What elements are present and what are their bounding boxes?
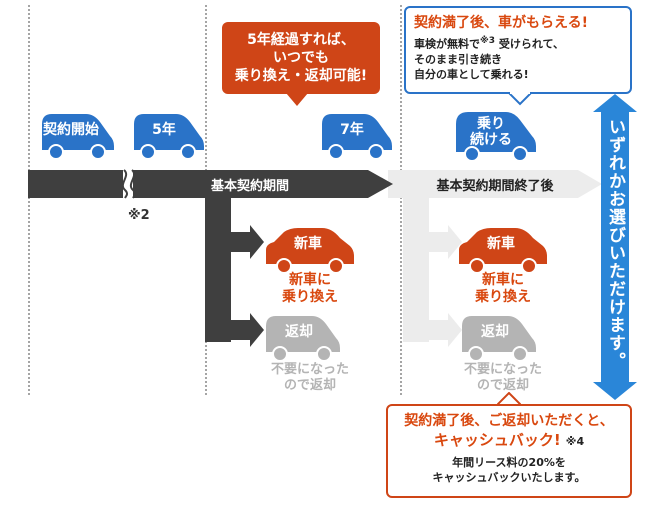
end-period-band (388, 170, 602, 198)
callout-5year-tail (286, 93, 308, 106)
car-new-mid: 新車 (262, 224, 357, 274)
car-return-mid: 返却 (262, 312, 342, 362)
choice-banner-text: いずれかお選びいただけます。 (605, 118, 625, 370)
cashback-title2: キャッシュバック! (433, 431, 561, 449)
branch-mid-new-text: 新車に 乗り換え (282, 272, 338, 305)
car-new-end: 新車 (455, 224, 550, 274)
car-7year-label: 7年 (340, 122, 364, 138)
cashback-box: 契約満了後、ご返却いただくと、 キャッシュバック! ※4 年間リース料の20%を… (386, 404, 632, 498)
branch-end (403, 190, 462, 347)
cashback-line1: 年間リース料の20%を (452, 456, 566, 469)
car-icon (459, 228, 547, 274)
car-new-end-label: 新車 (487, 236, 515, 252)
branch-end-new-text: 新車に 乗り換え (475, 272, 531, 305)
car-new-mid-label: 新車 (294, 236, 322, 252)
car-icon (322, 114, 392, 160)
info-box-line3: 自分の車として乗れる! (414, 67, 529, 81)
car-icon (134, 114, 204, 160)
car-icon (456, 112, 536, 162)
car-7year: 7年 (318, 110, 393, 160)
contract-period-bar (28, 169, 393, 199)
info-box-body: 車検が無料で※3 受けられて、 そのまま引き続き 自分の車として乗れる! (414, 34, 622, 82)
car-icon (266, 316, 340, 362)
contract-period-label: 基本契約期間 (210, 178, 289, 194)
end-period-label: 基本契約期間終了後 (436, 178, 554, 194)
info-box-line1-a: 車検が無料で (414, 37, 480, 51)
info-box-line1-b: 受けられて、 (495, 37, 564, 51)
info-box-keep-car: 契約満了後、車がもらえる! 車検が無料で※3 受けられて、 そのまま引き続き 自… (404, 6, 632, 94)
choice-banner (593, 94, 637, 400)
car-return-end-label: 返却 (481, 324, 509, 340)
car-return-mid-label: 返却 (285, 324, 313, 340)
branch-mid (205, 190, 264, 347)
car-return-end: 返却 (458, 312, 538, 362)
info-box-tail (508, 92, 532, 106)
info-box-note3: ※3 (480, 36, 496, 46)
car-continue-label: 乗り 続ける (470, 116, 512, 148)
cashback-line2: キャッシュバックいたします。 (432, 471, 586, 484)
car-icon (42, 114, 114, 160)
info-box-title: 契約満了後、車がもらえる! (414, 15, 588, 31)
car-contract-start-label: 契約開始 (43, 122, 99, 138)
callout-5year: 5年経過すれば、 いつでも 乗り換え・返却可能! (222, 22, 380, 94)
cashback-title1: 契約満了後、ご返却いただくと、 (404, 413, 614, 429)
car-icon (266, 228, 354, 274)
cashback-title2-row: キャッシュバック! ※4 (394, 430, 624, 452)
branch-end-return-text: 不要になった ので返却 (463, 362, 542, 393)
car-5year: 5年 (130, 110, 205, 160)
car-5year-label: 5年 (152, 122, 176, 138)
car-continue: 乗り 続ける (450, 108, 540, 162)
guide-line-start (28, 5, 30, 395)
car-contract-start: 契約開始 (34, 110, 116, 160)
info-box-line2: そのまま引き続き (414, 52, 502, 66)
footnote-2: ※2 (128, 208, 150, 223)
callout-5year-text: 5年経過すれば、 いつでも 乗り換え・返却可能! (234, 32, 368, 84)
info-box-line1: 車検が無料で※3 受けられて、 (414, 34, 622, 52)
guide-line-end (400, 5, 402, 395)
car-icon (462, 316, 536, 362)
branch-mid-return-text: 不要になった ので返却 (270, 362, 349, 393)
cashback-note4: ※4 (565, 435, 585, 448)
